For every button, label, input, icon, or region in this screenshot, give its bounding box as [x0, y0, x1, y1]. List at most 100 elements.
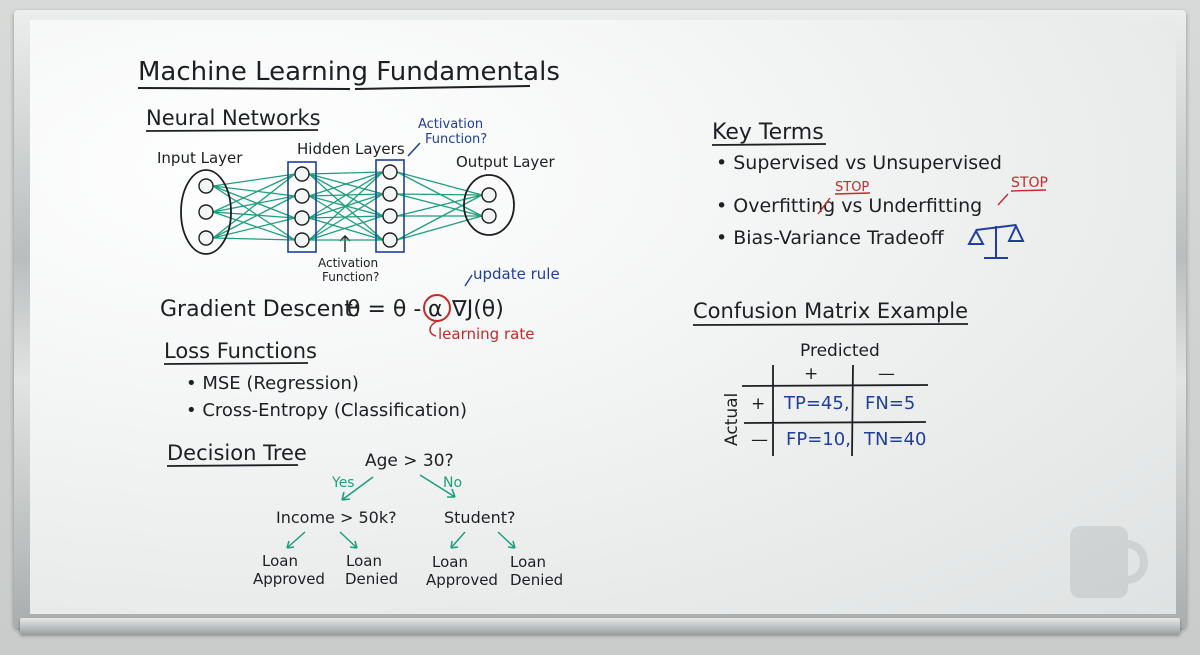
nn-connection	[212, 195, 296, 239]
board-title: Machine Learning Fundamentals	[138, 57, 560, 87]
nn-neuron	[198, 178, 214, 194]
learning-rate-note: learning rate	[438, 325, 534, 343]
nn-connection	[212, 173, 296, 239]
nn-connection	[308, 171, 384, 241]
whiteboard	[30, 20, 1176, 614]
hidden-layer-2-box	[375, 159, 405, 253]
nn-neuron	[382, 164, 398, 180]
nn-connection	[212, 173, 296, 213]
nn-connection	[396, 193, 483, 196]
key-term-supervised: • Supervised vs Unsupervised	[716, 152, 1002, 174]
tree-heading: Decision Tree	[167, 441, 307, 465]
nn-neuron	[294, 166, 310, 182]
nn-connection	[212, 195, 296, 213]
nn-connection	[212, 211, 296, 241]
gradient-formula-left: θ = θ -	[347, 297, 421, 322]
neural-network-diagram	[180, 159, 515, 255]
learning-rate-arrow	[429, 321, 437, 337]
leaf-2-line-2: Denied	[345, 570, 398, 588]
tree-yes-label: Yes	[331, 475, 355, 491]
nn-connection	[308, 193, 384, 241]
key-term-bias-variance: • Bias-Variance Tradeoff	[716, 227, 945, 249]
tree-arrow-student-denied	[497, 531, 516, 549]
stop-mark-2: STOP	[1011, 175, 1048, 191]
leaf-4-line-2: Denied	[510, 571, 563, 589]
activation-note-top-2: Function?	[425, 132, 487, 147]
nn-connection	[396, 194, 483, 241]
stop-mark-1: STOP	[835, 180, 869, 195]
leaf-1-line-1: Loan	[262, 552, 298, 570]
output-layer-outline	[463, 174, 515, 236]
nn-connection	[212, 237, 296, 241]
confusion-heading-underline	[692, 323, 969, 326]
activation-arrow-bottom	[339, 235, 351, 252]
nn-connection	[396, 171, 483, 196]
key-terms-underline	[711, 143, 827, 146]
tree-no-label: No	[443, 475, 462, 491]
nn-connection	[396, 194, 483, 217]
pred-col-negative: —	[878, 364, 895, 384]
cell-tp: TP=45,	[783, 393, 850, 414]
hidden-layers-label: Hidden Layers	[297, 140, 405, 158]
confusion-heading: Confusion Matrix Example	[693, 299, 968, 323]
tree-no-arrow	[419, 474, 456, 498]
nn-connection	[308, 173, 384, 241]
nn-neuron	[382, 208, 398, 224]
input-layer-label: Input Layer	[157, 149, 243, 167]
update-rule-arrow	[464, 274, 473, 287]
cell-fp: FP=10,	[786, 429, 851, 450]
tree-yes-arrow	[341, 476, 374, 501]
alpha-symbol: α	[428, 297, 443, 322]
gradient-formula-right: ∇J(θ)	[451, 297, 504, 322]
nn-neuron	[481, 208, 497, 224]
marker-tray	[20, 618, 1180, 634]
nn-neuron	[198, 204, 214, 220]
activation-note-bottom-2: Function?	[322, 270, 379, 284]
actual-label: Actual	[722, 393, 742, 446]
activation-note-bottom-1: Activation	[318, 256, 378, 270]
tree-income-node: Income > 50k?	[276, 508, 397, 527]
activation-note-top-1: Activation	[418, 117, 483, 132]
loss-item-cross-entropy: • Cross-Entropy (Classification)	[186, 400, 467, 421]
actual-row-positive: +	[751, 394, 765, 414]
nn-connection	[396, 215, 483, 241]
nn-connection	[308, 215, 384, 241]
hidden-layer-1-box	[287, 161, 317, 253]
leaf-1-line-2: Approved	[253, 570, 325, 588]
mug-reflection	[1070, 526, 1148, 598]
loss-heading-underline	[163, 362, 309, 365]
update-rule-note: update rule	[473, 265, 560, 283]
nn-neuron	[294, 188, 310, 204]
nn-connection	[308, 171, 384, 197]
nn-connection	[308, 217, 384, 241]
tree-heading-underline	[166, 464, 299, 467]
pred-col-positive: +	[804, 364, 818, 384]
nn-connection	[212, 211, 296, 219]
nn-neuron	[382, 186, 398, 202]
confusion-grid-lines	[741, 364, 929, 457]
leaf-2-line-1: Loan	[346, 552, 382, 570]
balance-scale-icon	[967, 223, 1025, 259]
gradient-label: Gradient Descent:	[160, 297, 360, 322]
tree-root: Age > 30?	[365, 451, 454, 471]
nn-neuron	[294, 232, 310, 248]
stop-mark-2-stroke	[997, 189, 1047, 206]
loss-heading: Loss Functions	[164, 339, 317, 363]
cell-fn: FN=5	[865, 393, 915, 414]
nn-connection	[308, 195, 384, 241]
nn-neuron	[382, 232, 398, 248]
title-underline	[137, 85, 531, 90]
tree-arrow-income-denied	[339, 531, 358, 549]
loss-item-mse: • MSE (Regression)	[186, 373, 359, 394]
tree-arrow-student-approved	[450, 531, 466, 549]
nn-neuron	[198, 230, 214, 246]
tree-arrow-income-approved	[286, 531, 306, 549]
leaf-3-line-1: Loan	[432, 553, 468, 571]
output-layer-label: Output Layer	[456, 153, 556, 171]
input-layer-outline	[180, 169, 232, 255]
stop-mark-1-stroke	[817, 192, 871, 215]
tree-student-node: Student?	[444, 508, 515, 527]
key-terms-heading: Key Terms	[712, 120, 824, 145]
nn-connection	[212, 173, 296, 187]
